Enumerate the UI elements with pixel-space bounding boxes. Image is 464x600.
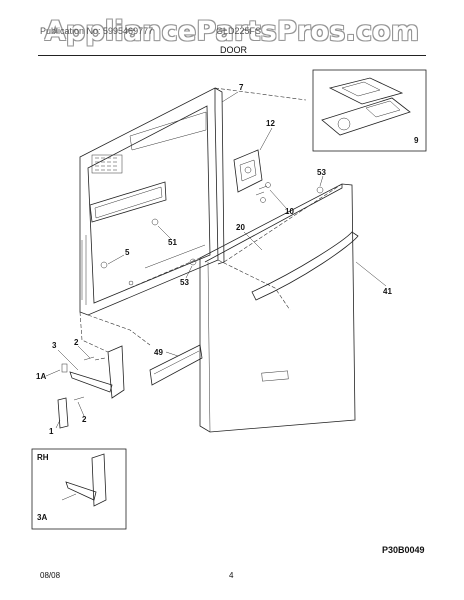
screw-2-lower-icon bbox=[73, 396, 85, 401]
label-part-1: 1 bbox=[49, 427, 54, 436]
label-part-49: 49 bbox=[154, 348, 163, 357]
label-part-7: 7 bbox=[239, 83, 244, 92]
label-part-53-side: 53 bbox=[180, 278, 189, 287]
vent-strip bbox=[149, 344, 203, 386]
screw-53-top-icon bbox=[316, 186, 324, 194]
screw-5-icon bbox=[100, 261, 108, 269]
label-part-10: 10 bbox=[285, 207, 294, 216]
leader-lines bbox=[45, 91, 387, 429]
section-title: DOOR bbox=[220, 45, 247, 55]
label-part-2-upper: 2 bbox=[74, 338, 79, 347]
rh-hinge-detail-box bbox=[31, 448, 127, 530]
dispenser-detail-box bbox=[312, 69, 427, 152]
assembly-guide-lines bbox=[79, 87, 343, 361]
header-rule bbox=[38, 55, 426, 56]
model-number: GLD225FS bbox=[216, 26, 262, 36]
screw-53-side-icon bbox=[189, 258, 197, 266]
label-part-9: 9 bbox=[414, 136, 419, 145]
label-part-41: 41 bbox=[383, 287, 392, 296]
label-part-1a: 1A bbox=[36, 372, 46, 381]
inner-door-liner bbox=[79, 87, 225, 316]
diagram-code: P30B0049 bbox=[382, 545, 425, 555]
footer-page-number: 4 bbox=[229, 571, 234, 580]
label-part-3a: 3A bbox=[37, 513, 47, 522]
screws-10-icon bbox=[255, 185, 268, 196]
label-part-5: 5 bbox=[125, 248, 130, 257]
label-part-20: 20 bbox=[236, 223, 245, 232]
latch-assembly-icon bbox=[233, 149, 263, 193]
vent-grille bbox=[91, 154, 123, 174]
label-rh: RH bbox=[37, 453, 49, 462]
footer-date: 08/08 bbox=[40, 571, 61, 580]
spring-link-1a-icon bbox=[61, 363, 68, 373]
screw-2-upper-icon bbox=[83, 356, 95, 361]
label-part-53-top: 53 bbox=[317, 168, 326, 177]
door-handle bbox=[251, 231, 359, 301]
label-part-3: 3 bbox=[52, 341, 57, 350]
label-part-12: 12 bbox=[266, 119, 275, 128]
publication-number: Publication No: 5995469777 bbox=[40, 26, 154, 36]
watermark: AppliancePartsPros.com bbox=[44, 16, 420, 47]
label-part-2-lower: 2 bbox=[82, 415, 87, 424]
label-part-51: 51 bbox=[168, 238, 177, 247]
door-spring-1-icon bbox=[57, 397, 69, 429]
hinge-arm-icon bbox=[69, 345, 125, 399]
clip-51-icon bbox=[151, 218, 159, 226]
